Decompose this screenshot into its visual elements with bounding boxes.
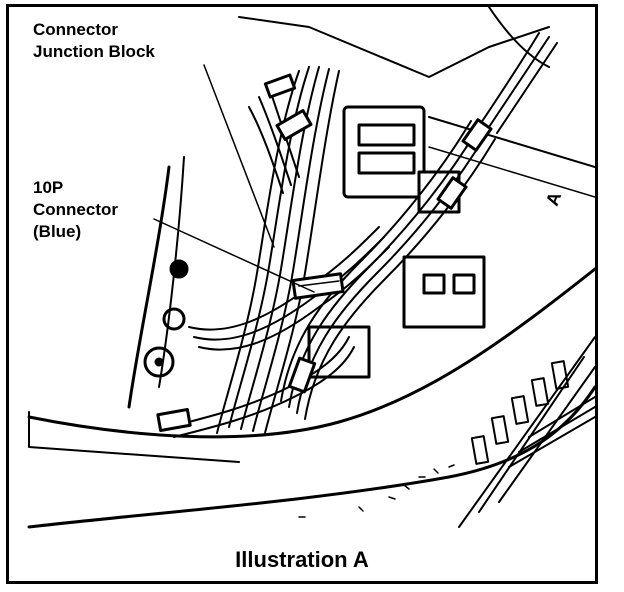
callout-10p-line-1: 10P	[33, 178, 64, 197]
leader-10p-connector	[153, 218, 315, 293]
vent-grille	[458, 336, 595, 528]
wiring-harness-illustration: A	[27, 7, 595, 529]
ten-p-connector	[291, 272, 345, 300]
callout-cjb-line-2: Junction Block	[33, 42, 155, 61]
left-dash-edge	[28, 411, 240, 463]
speckle-marks	[298, 464, 455, 518]
wire-harness	[168, 32, 558, 438]
leader-connector-junction-block	[203, 64, 275, 248]
upper-panel-2	[428, 146, 595, 198]
callout-connector-junction-block: Connector Junction Block	[33, 19, 155, 63]
illustration-frame: A Connector Junction Block 10P Connector…	[6, 4, 598, 584]
upper-right-structure	[238, 16, 550, 78]
callout-cjb-line-1: Connector	[33, 20, 118, 39]
panel-letter-a: A	[542, 189, 565, 208]
bolt-3	[162, 307, 186, 331]
bolt-1	[169, 259, 189, 279]
figure-caption: Illustration A	[235, 547, 369, 572]
dashboard-panel-curve	[27, 267, 595, 439]
callout-10p-line-2: Connector	[33, 200, 118, 219]
left-bracket	[127, 165, 171, 409]
callout-10p-connector: 10P Connector (Blue)	[33, 177, 118, 243]
junction-block	[307, 105, 486, 379]
tape-wraps	[156, 73, 493, 432]
upper-panel	[428, 116, 595, 168]
bolt-2	[143, 346, 175, 378]
callout-10p-line-3: (Blue)	[33, 222, 82, 241]
